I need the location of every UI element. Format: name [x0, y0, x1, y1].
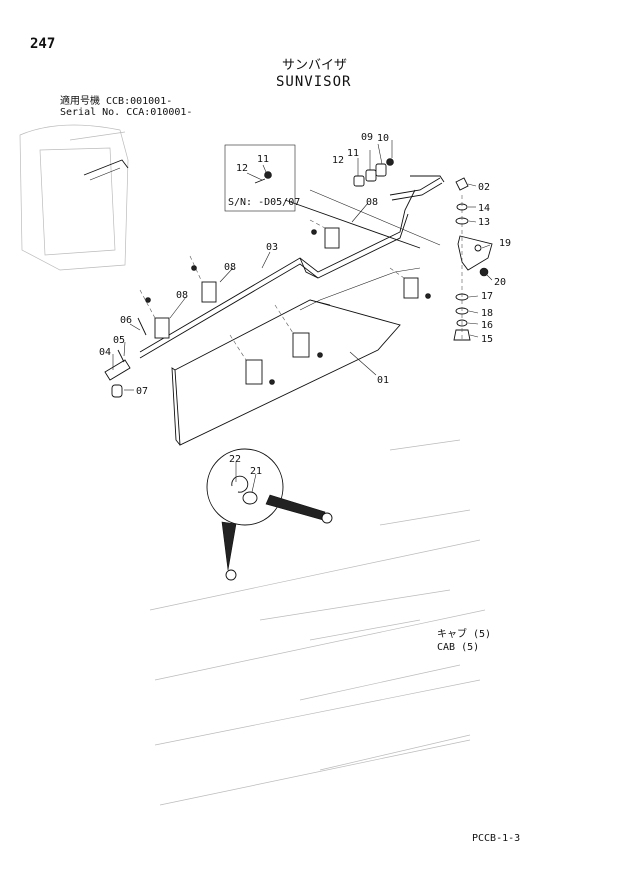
applicability-line-2: Serial No. CCA:010001-: [60, 107, 193, 118]
page-title: SUNVISOR: [276, 74, 352, 90]
callout-20: 20: [494, 277, 506, 288]
hinge-brackets: [139, 219, 431, 385]
callout-01: 01: [377, 375, 389, 386]
callout-05: 05: [113, 335, 125, 346]
callout-11-inset: 11: [257, 154, 269, 165]
cab-lower-sketch: [149, 439, 486, 806]
callout-18: 18: [481, 308, 493, 319]
cab-reference: キャブ (5) CAB (5): [437, 628, 491, 654]
callout-07: 07: [136, 386, 148, 397]
callout-08-a: 08: [366, 197, 378, 208]
callout-02: 02: [478, 182, 490, 193]
callout-11: 11: [347, 148, 359, 159]
callout-15: 15: [481, 334, 493, 345]
callout-03: 03: [266, 242, 278, 253]
callout-12-inset: 12: [236, 163, 248, 174]
callout-08-c: 08: [176, 290, 188, 301]
footer-code: PCCB-1-3: [472, 833, 521, 844]
callout-04: 04: [99, 347, 111, 358]
applicability-line-1: 適用号機 CCB:001001-: [60, 96, 173, 107]
callout-16: 16: [481, 320, 493, 331]
callout-06: 06: [120, 315, 132, 326]
cab-outline-sketch: [19, 124, 129, 271]
callout-08-b: 08: [224, 262, 236, 273]
page-title-japanese: サンバイザ: [282, 58, 348, 73]
callout-22: 22: [229, 454, 241, 465]
left-end-parts: [104, 317, 147, 398]
inset-serial-note: S/N: -D05/07: [228, 197, 300, 208]
visor-panel: [171, 267, 421, 446]
top-hardware: [353, 158, 394, 187]
inset-box: 11 12 S/N: -D05/07: [224, 144, 300, 212]
callout-labels: 01 02 03 04 05 06 07 08 08 08 09 10 11 1…: [99, 132, 511, 477]
cab-reference-japanese: キャブ (5): [437, 629, 492, 640]
rods: [139, 175, 445, 359]
callout-09: 09: [361, 132, 373, 143]
applicability-block: 適用号機 CCB:001001- Serial No. CCA:010001-: [60, 96, 192, 118]
callout-21: 21: [250, 466, 262, 477]
leader-lines: [112, 140, 493, 391]
callout-10: 10: [377, 133, 389, 144]
detail-circle: [206, 448, 333, 581]
right-side-hardware: [453, 177, 493, 341]
callout-17: 17: [481, 291, 493, 302]
callout-14: 14: [478, 203, 490, 214]
callout-19: 19: [499, 238, 511, 249]
page-number: 247: [30, 36, 56, 52]
callout-12: 12: [332, 155, 344, 166]
cab-reference-english: CAB (5): [437, 642, 480, 653]
callout-13: 13: [478, 217, 490, 228]
